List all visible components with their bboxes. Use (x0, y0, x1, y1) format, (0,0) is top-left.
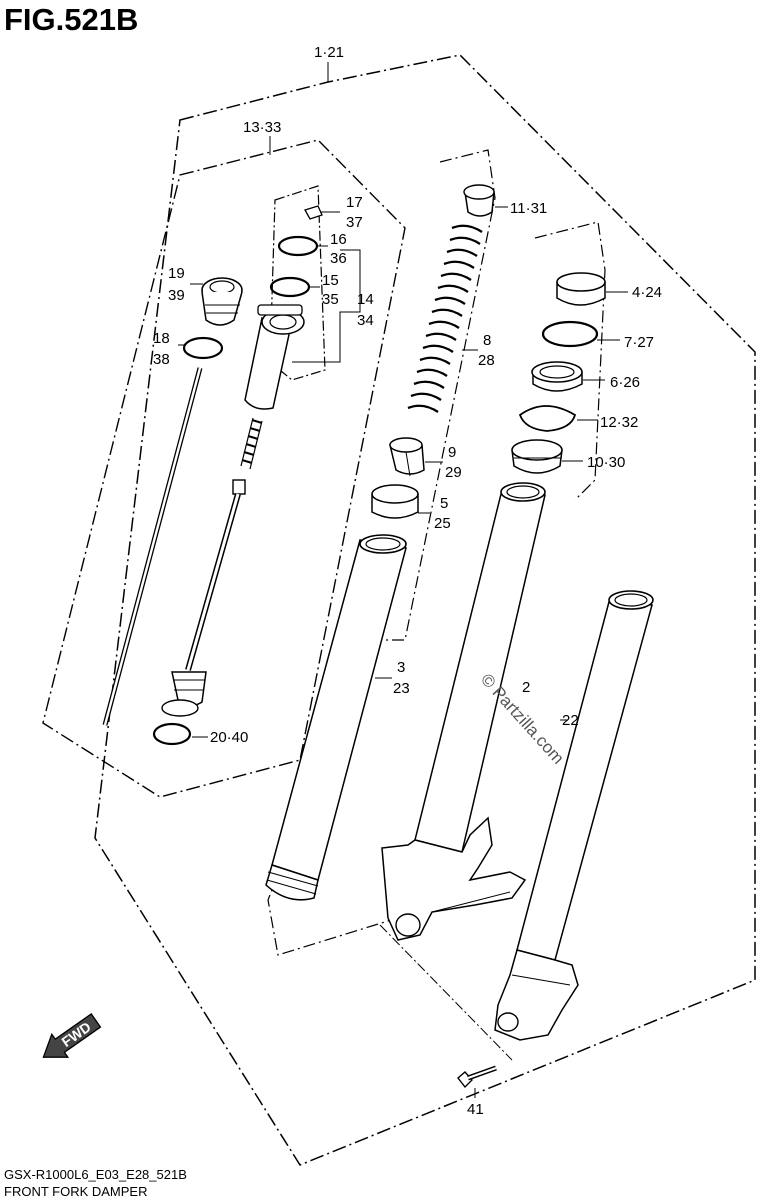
part-bushing-4 (556, 272, 606, 306)
callout-6-26: 6·26 (610, 374, 640, 391)
callout-41: 41 (467, 1101, 484, 1118)
callout-34: 34 (357, 312, 374, 329)
part-damper-rod (161, 479, 246, 717)
callout-13-33: 13·33 (243, 119, 281, 136)
callout-15: 15 (322, 272, 339, 289)
part-spacer-9 (389, 437, 425, 477)
callout-25: 25 (434, 515, 451, 532)
callout-8: 8 (483, 332, 491, 349)
part-bolt-41 (457, 1065, 497, 1089)
part-oring-16 (277, 235, 319, 257)
callout-4-24: 4·24 (632, 284, 662, 301)
callout-labels: 1·21 13·33 17 37 16 36 15 35 14 34 19 39… (153, 44, 662, 1118)
part-nut-17 (304, 205, 323, 220)
part-oil-seal-6 (531, 361, 583, 392)
part-cap-bolt-19 (201, 277, 243, 326)
footer-model-code: GSX-R1000L6_E03_E28_521B (4, 1167, 187, 1182)
footer-caption: FRONT FORK DAMPER (4, 1184, 148, 1199)
part-nut-11 (463, 184, 495, 217)
outer-assembly-outline (94, 54, 756, 1166)
callout-20-40: 20·40 (210, 729, 248, 746)
part-dust-seal-10 (511, 439, 563, 474)
callout-12-32: 12·32 (600, 414, 638, 431)
part-small-spring (240, 417, 263, 470)
part-oring-15 (269, 276, 311, 298)
leader-14 (292, 249, 361, 363)
part-stopper-ring-12 (518, 405, 577, 432)
callout-2: 2 (522, 679, 530, 696)
figure-title: FIG.521B (4, 2, 139, 37)
callout-10-30: 10·30 (587, 454, 625, 471)
part-long-rod (102, 367, 203, 726)
callout-23: 23 (393, 680, 410, 697)
callout-19: 19 (168, 265, 185, 282)
callout-35: 35 (322, 291, 339, 308)
part-outer-tube-2 (381, 482, 546, 941)
part-cartridge-14 (244, 304, 305, 410)
callout-37: 37 (346, 214, 363, 231)
callout-11-31: 11·31 (510, 200, 547, 217)
part-washer-7 (541, 320, 599, 348)
callout-39: 39 (168, 287, 185, 304)
part-main-spring-8 (407, 224, 483, 413)
callout-18: 18 (153, 330, 170, 347)
callout-7-27: 7·27 (624, 334, 654, 351)
callout-9: 9 (448, 444, 456, 461)
callout-28: 28 (478, 352, 495, 369)
seal-group-outline (534, 221, 606, 501)
callout-17: 17 (346, 194, 363, 211)
callout-29: 29 (445, 464, 462, 481)
callout-1-21: 1·21 (314, 44, 344, 61)
damper-subassembly-outline (42, 139, 406, 798)
callout-36: 36 (330, 250, 347, 267)
callout-14: 14 (357, 291, 374, 308)
callout-16: 16 (330, 231, 347, 248)
part-outer-tube-22 (494, 590, 654, 1041)
lower-tie-line (379, 924, 513, 1061)
callout-38: 38 (153, 351, 170, 368)
fwd-arrow-icon: FWD (42, 1013, 102, 1058)
callout-3: 3 (397, 659, 405, 676)
part-inner-tube-3 (265, 534, 407, 901)
part-oring-18 (182, 336, 224, 360)
callout-22: 22 (562, 712, 579, 729)
part-oring-20 (152, 722, 192, 746)
part-bushing-5 (371, 484, 419, 519)
callout-5: 5 (440, 495, 448, 512)
